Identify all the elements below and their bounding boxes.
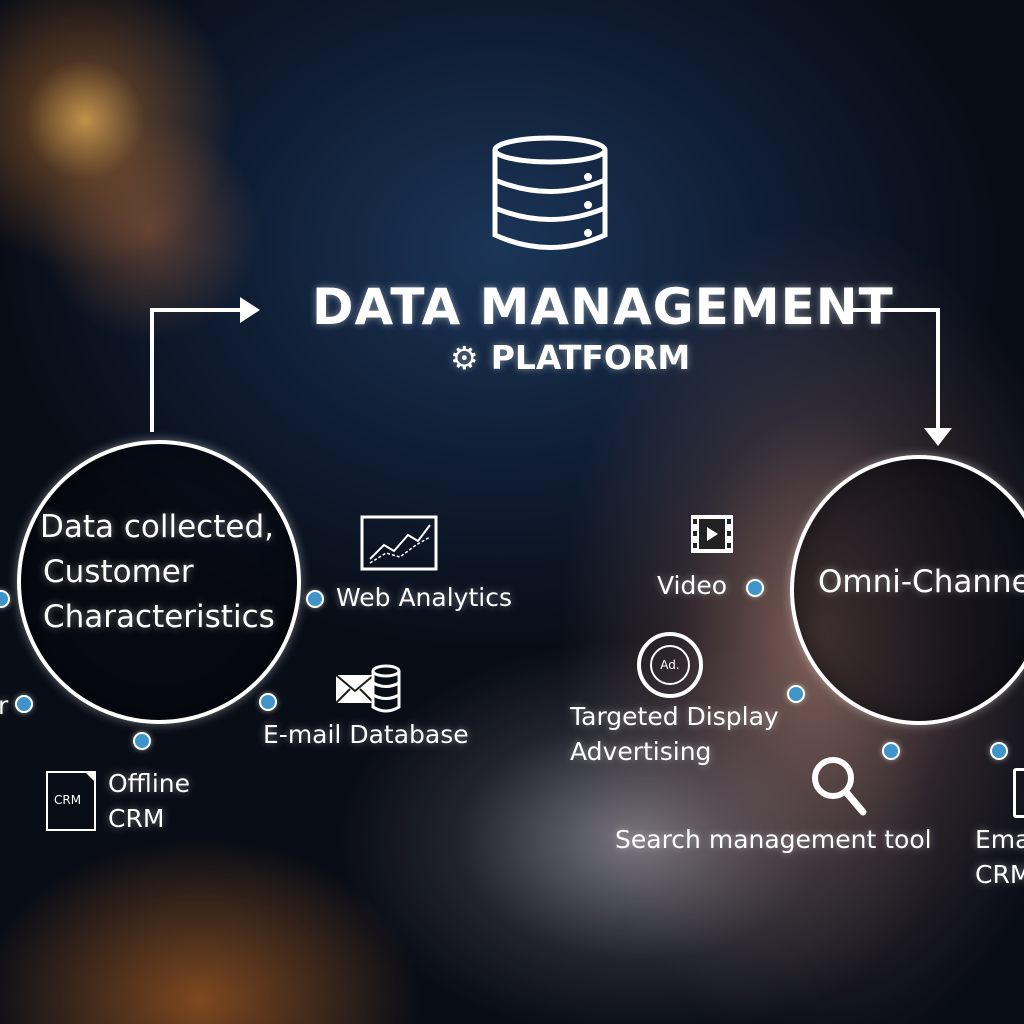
search-icon xyxy=(812,757,867,816)
web-analytics-label: Web Analytics xyxy=(336,583,512,612)
email-database-label: E-mail Database xyxy=(263,720,469,749)
hub-line: Characteristics xyxy=(43,599,275,635)
targeted-display-line: Advertising xyxy=(570,737,712,766)
connector-dot xyxy=(306,590,324,608)
connector-dot xyxy=(746,579,764,597)
database-icon xyxy=(492,135,608,250)
hub-line: Customer xyxy=(43,554,194,590)
connector-dot xyxy=(882,742,900,760)
email-crm-label: Ema CRM xyxy=(975,822,1024,892)
search-management-label: Search management tool xyxy=(615,825,932,854)
connector-dot xyxy=(990,742,1008,760)
page-title: DATA MANAGEMENT xyxy=(312,278,894,336)
omni-channel-label: Omni-Channel xyxy=(818,564,1024,600)
ad-icon: Ad. xyxy=(637,632,703,698)
connector-dot xyxy=(15,695,33,713)
subtitle-text: PLATFORM xyxy=(490,338,691,377)
targeted-display-line: Targeted Display xyxy=(570,702,779,731)
page-subtitle: ⚙ PLATFORM xyxy=(450,338,690,377)
email-crm-line: Ema xyxy=(975,825,1024,854)
data-collected-hub xyxy=(17,440,301,724)
connector-dot xyxy=(0,590,10,608)
omni-channel-hub xyxy=(790,455,1024,725)
data-collected-hub-text: Data collected, Customer Characteristics xyxy=(40,505,275,640)
targeted-display-label: Targeted Display Advertising xyxy=(570,699,779,769)
offline-crm-label: Offline CRM xyxy=(108,766,190,836)
crm-document-icon: CRM xyxy=(46,771,96,831)
offline-crm-line: CRM xyxy=(108,804,165,833)
line-chart-icon xyxy=(360,515,438,571)
partial-source-label: r xyxy=(0,691,9,720)
connector-dot xyxy=(133,732,151,750)
email-crm-line: CRM xyxy=(975,860,1024,889)
video-icon xyxy=(691,515,733,553)
connector-dot xyxy=(259,693,277,711)
gear-icon: ⚙ xyxy=(450,338,479,377)
ad-icon-text: Ad. xyxy=(650,645,690,685)
offline-crm-line: Offline xyxy=(108,769,191,798)
email-icon xyxy=(1013,768,1024,818)
connector-dot xyxy=(787,685,805,703)
video-label: Video xyxy=(657,571,728,600)
crm-icon-text: CRM xyxy=(54,793,82,807)
hub-line: Data collected, xyxy=(40,509,274,545)
email-database-icon xyxy=(335,664,401,713)
